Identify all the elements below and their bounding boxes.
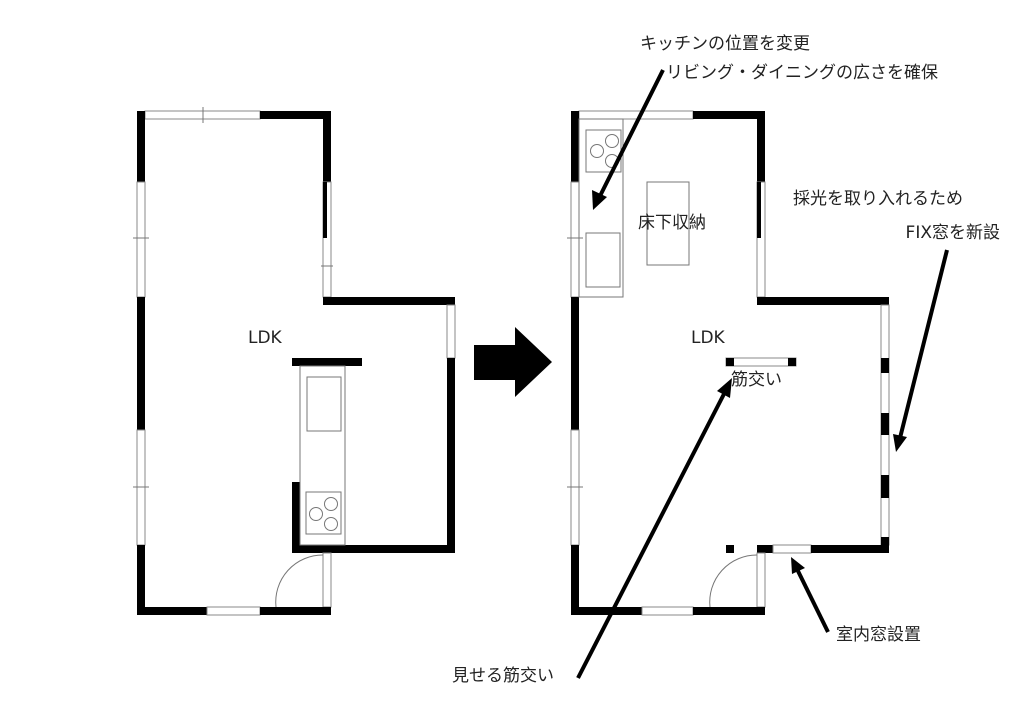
annotation-brace: 見せる筋交い: [452, 666, 554, 686]
brace-arrow-icon: [576, 378, 732, 679]
wall: [260, 111, 331, 119]
stove: [305, 491, 342, 535]
door-swing[interactable]: [709, 554, 758, 608]
window: [206, 606, 261, 616]
window: [136, 181, 146, 298]
post: [726, 545, 734, 553]
door-frame: [756, 552, 766, 608]
wall: [571, 111, 579, 182]
wall: [811, 545, 889, 553]
annotation-fix-line1: 採光を取り入れるため: [793, 189, 963, 209]
annotation-interior-window: 室内窓設置: [836, 625, 921, 645]
wall: [260, 607, 331, 615]
wall: [137, 545, 145, 615]
interior-window: [772, 544, 812, 554]
wall: [571, 545, 579, 615]
before-plan: LDK: [133, 107, 456, 616]
storage-label: 床下収納: [638, 213, 706, 233]
wall: [757, 545, 773, 553]
window: [446, 304, 456, 359]
wall: [137, 607, 207, 615]
annotation-kitchen-line2: リビング・ダイニングの広さを確保: [666, 63, 938, 83]
brace-label: 筋交い: [731, 370, 782, 390]
transition-arrow-icon: [474, 327, 552, 397]
fix-window-arrow-icon: [893, 249, 949, 452]
window: [570, 181, 580, 298]
sink: [306, 376, 342, 432]
kitchen-arrow-icon: [592, 69, 665, 210]
annotation-fix-line2: FIX窓を新設: [906, 223, 1000, 243]
wall: [292, 358, 362, 366]
wall: [571, 607, 642, 615]
wall: [757, 297, 889, 305]
door-swing[interactable]: [275, 554, 324, 608]
annotation-kitchen-line1: キッチンの位置を変更: [640, 34, 810, 54]
interior-window-arrow-icon: [791, 557, 830, 633]
room-label: LDK: [691, 328, 726, 348]
kitchen-counter: [299, 365, 346, 546]
wall: [693, 607, 765, 615]
wall: [323, 111, 331, 182]
window: [641, 606, 694, 616]
floor-storage: [646, 181, 690, 266]
wall: [757, 111, 765, 182]
room-label: LDK: [248, 328, 283, 348]
window: [578, 110, 694, 120]
wall: [323, 297, 455, 305]
wall: [137, 111, 145, 182]
door-frame: [322, 552, 332, 608]
kitchen-counter: [578, 118, 624, 298]
wall: [447, 358, 455, 553]
wall: [292, 545, 455, 553]
brace: [725, 357, 797, 367]
wall: [137, 297, 145, 430]
wall: [693, 111, 765, 119]
wall: [292, 482, 300, 545]
wall: [571, 297, 579, 430]
after-plan: 床下収納 筋交い LDK: [567, 110, 890, 616]
sink: [585, 232, 621, 288]
